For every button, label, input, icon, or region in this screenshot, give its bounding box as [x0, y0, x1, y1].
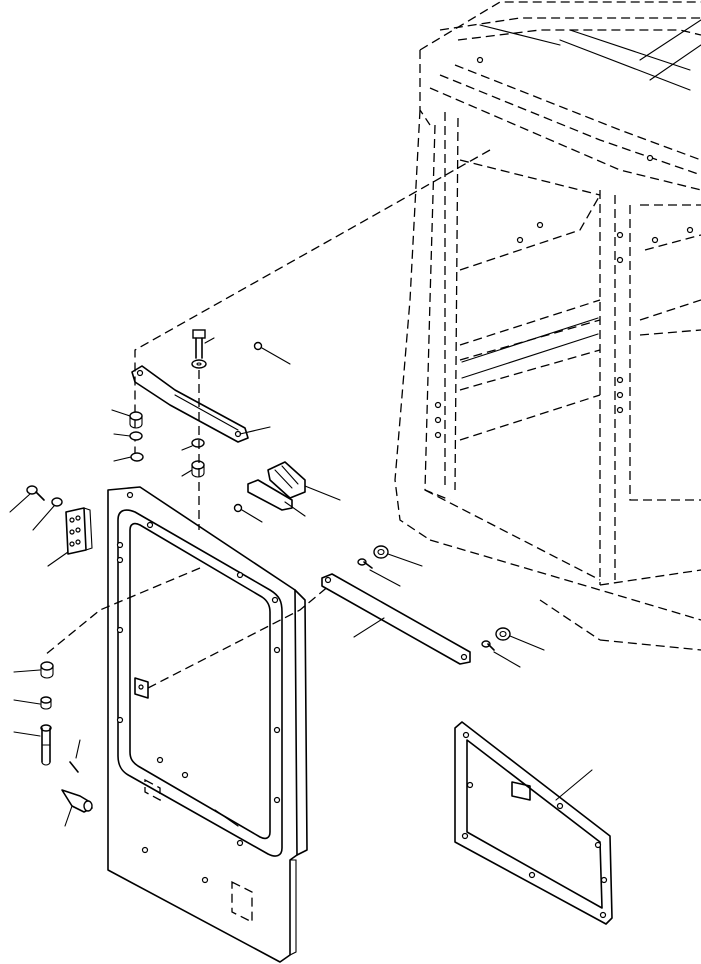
screw — [69, 739, 81, 773]
washer — [191, 359, 207, 369]
spacer — [495, 627, 545, 651]
assembly-leader-upper — [134, 149, 491, 460]
spacer — [181, 438, 205, 478]
hinge-bar — [131, 365, 271, 443]
screw — [253, 341, 291, 365]
assembly-leader-lower — [44, 567, 201, 656]
hinge-plate — [47, 507, 93, 567]
spacer — [13, 696, 52, 710]
washer — [32, 497, 63, 531]
door-panel — [44, 486, 331, 963]
bolt — [192, 329, 215, 359]
washer — [113, 431, 144, 462]
cab-frame — [394, 1, 701, 651]
bolt — [357, 558, 401, 587]
bolt — [481, 640, 521, 668]
spacer — [373, 545, 423, 567]
bolt — [9, 485, 45, 513]
striker-pin — [13, 724, 52, 766]
rubber-bumper — [13, 661, 54, 679]
door-stay-rod — [321, 573, 471, 665]
screw — [233, 503, 263, 523]
latch-bracket — [267, 461, 341, 501]
side-cover-panel — [454, 721, 613, 925]
striker-pin — [247, 479, 306, 517]
spacer — [111, 409, 143, 429]
door-knob — [61, 789, 93, 827]
